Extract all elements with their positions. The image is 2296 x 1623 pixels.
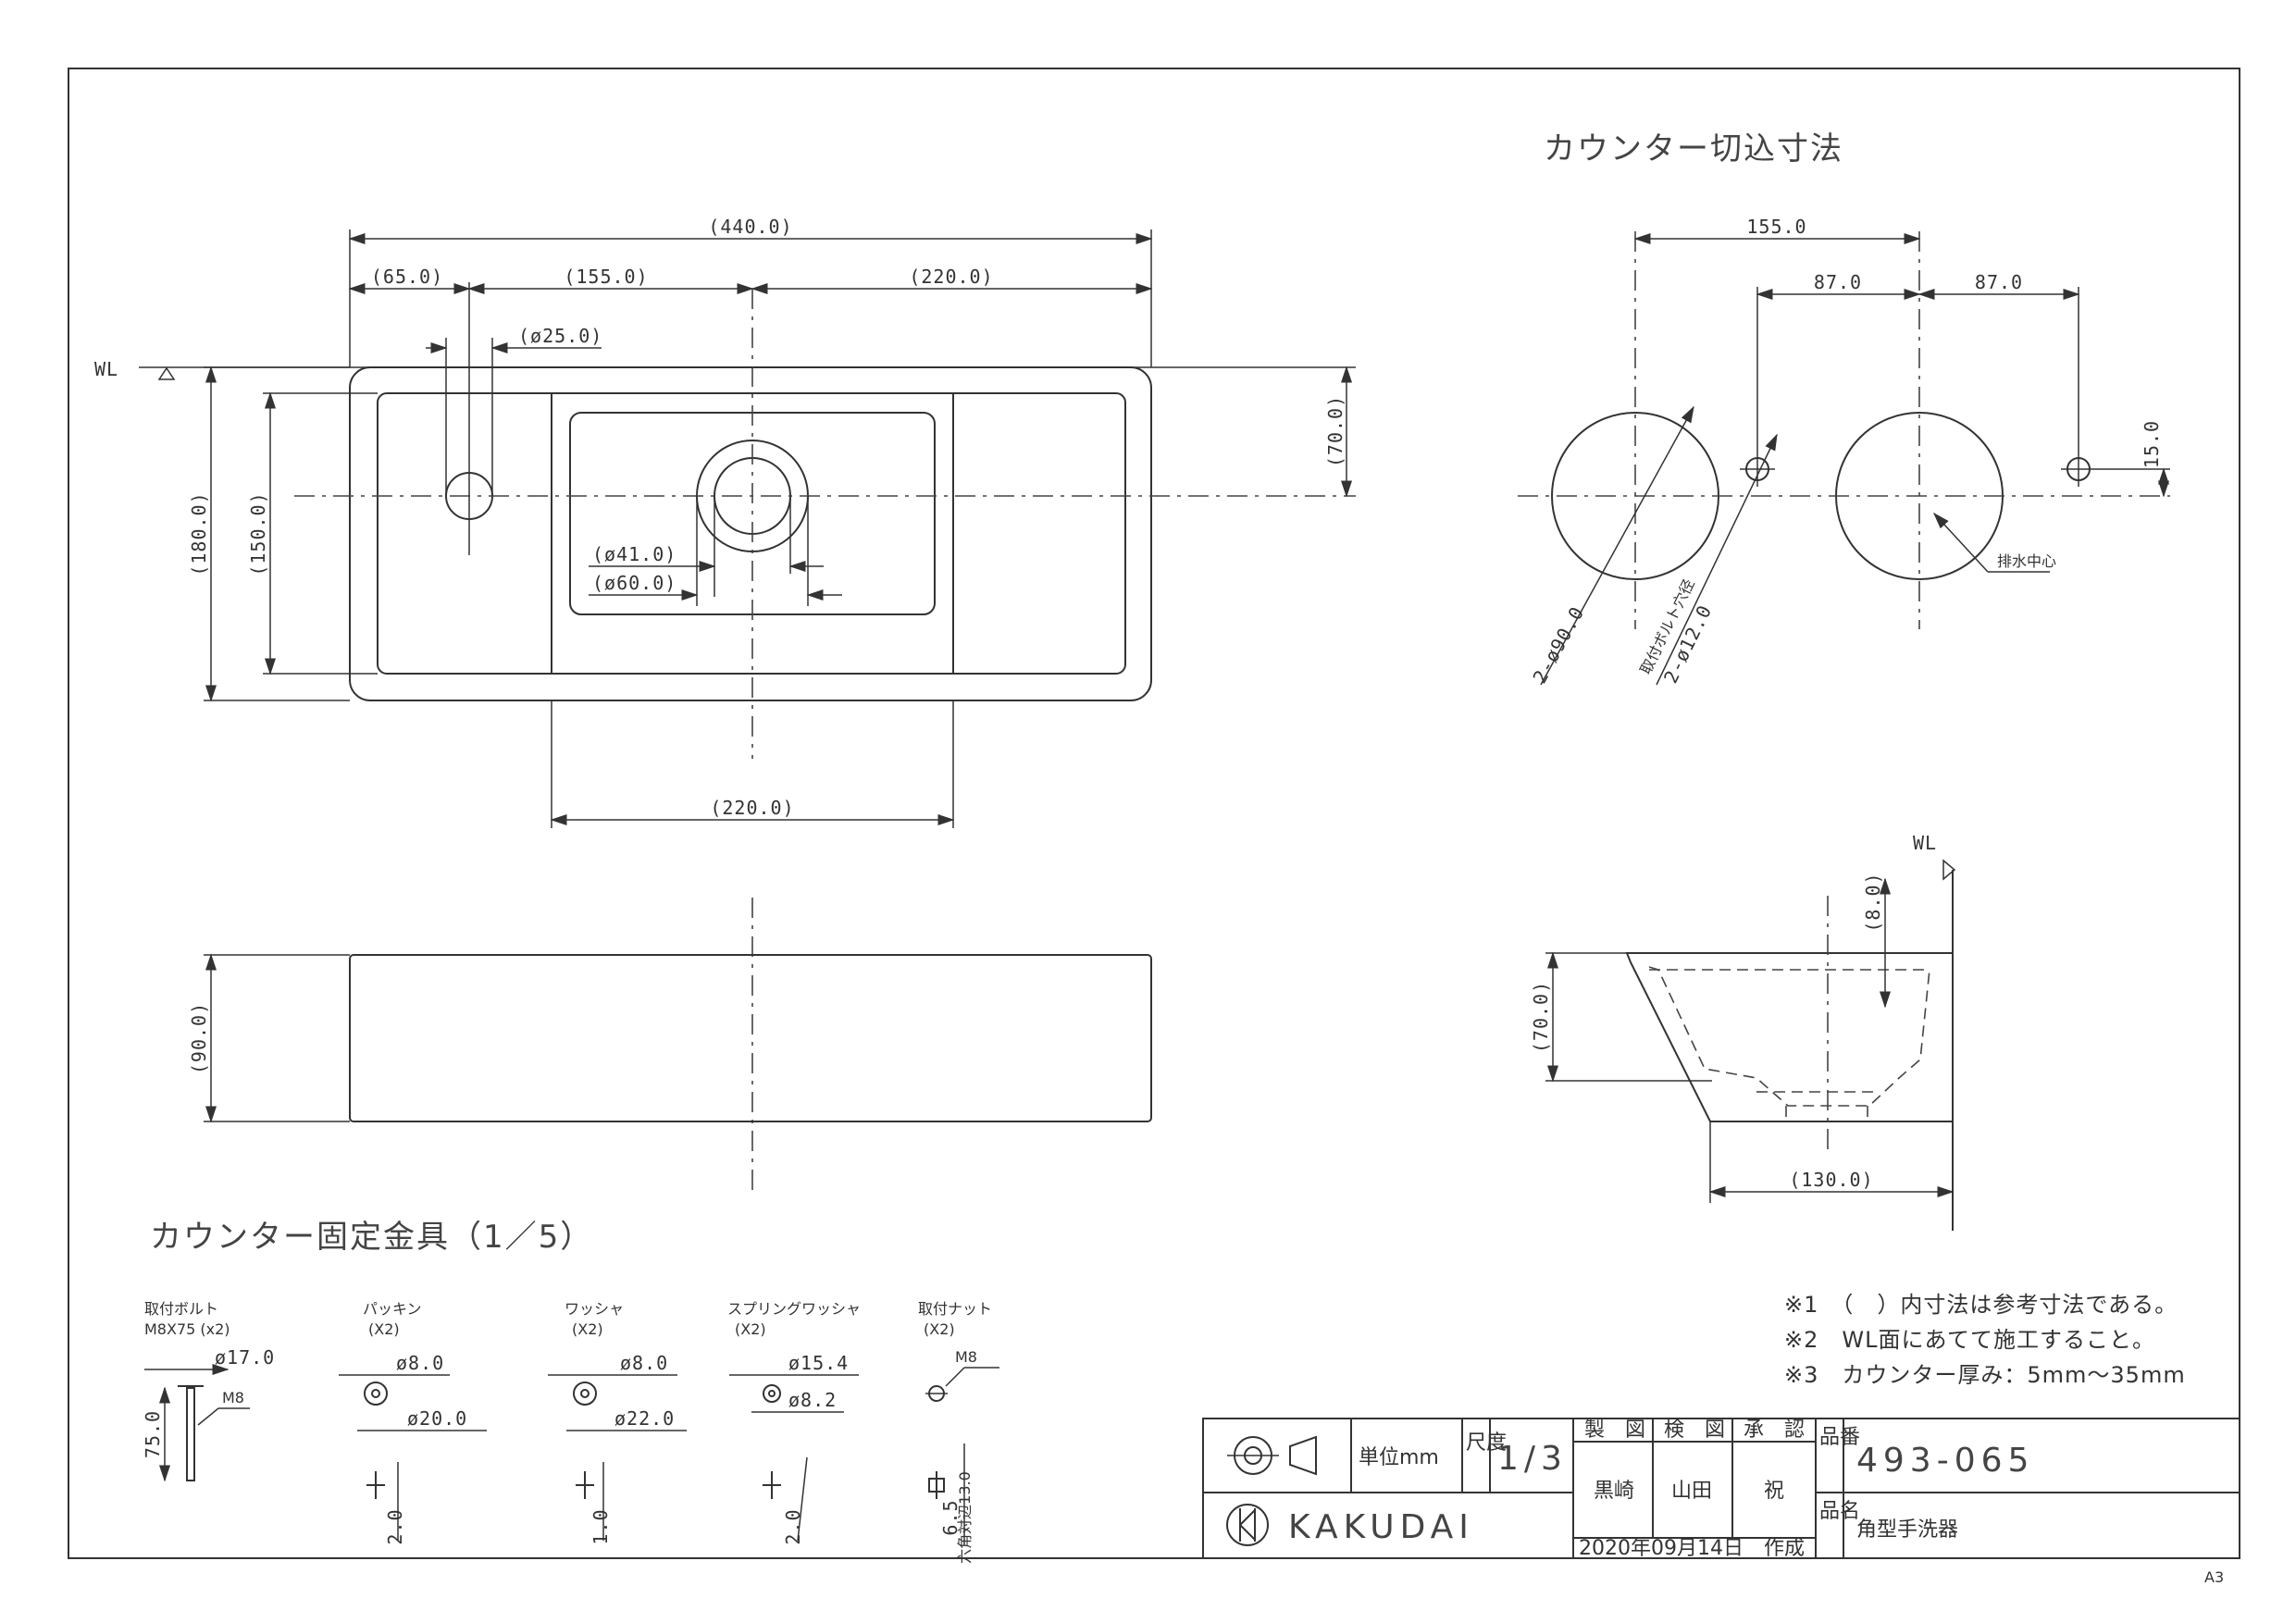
svg-text:ø17.0: ø17.0 [215, 1346, 275, 1369]
dim-cutout-half-a: 87.0 [1814, 271, 1862, 293]
paper-size: A3 [2204, 1568, 2224, 1586]
dim-drain-inner: (ø41.0) [592, 543, 676, 565]
svg-text:M8: M8 [222, 1389, 244, 1406]
drawing-date: 2020年09月14日 作成 [1579, 1537, 1805, 1560]
dim-depth: (90.0) [188, 1002, 210, 1074]
notes: ※1 （ ）内寸法は参考寸法である。 ※2 WL面にあてて施工すること。 ※3 … [1784, 1292, 2186, 1388]
dim-cutout-offset: 15.0 [2141, 420, 2163, 468]
dim-section-width: (130.0) [1789, 1169, 1873, 1191]
drain-center-label: 排水中心 [1997, 552, 2056, 570]
dim-center-offset: (70.0) [1324, 395, 1347, 467]
hardware-washer: ワッシャ (X2) ø8.0 ø22.0 1.0 [548, 1300, 687, 1545]
dim-cutout-half-b: 87.0 [1975, 271, 2023, 293]
counter-cutout-title: カウンター切込寸法 [1544, 130, 1843, 167]
checked-label: 検 図 [1664, 1419, 1725, 1442]
section-view: WL (8.0) (70.0) (130.0) [1530, 832, 1956, 1231]
svg-text:取付ボルト: 取付ボルト [144, 1300, 218, 1318]
hardware-spring-washer: スプリングワッシャ (X2) ø15.4 ø8.2 2.0 [727, 1300, 861, 1545]
kakudai-logo-icon [1226, 1504, 1269, 1546]
wl-label-plan: WL [94, 358, 118, 380]
svg-text:ø8.0: ø8.0 [620, 1352, 668, 1374]
checked-by: 山田 [1671, 1480, 1712, 1503]
svg-text:ø22.0: ø22.0 [614, 1407, 675, 1430]
svg-text:(X2): (X2) [735, 1320, 766, 1338]
scale-value: 1/3 [1497, 1440, 1568, 1478]
dim-drain-outer: (ø60.0) [592, 572, 676, 594]
brand-name: KAKUDAI [1288, 1508, 1474, 1546]
dim-cutout-span: 155.0 [1746, 216, 1806, 238]
front-outline [349, 954, 1152, 1122]
svg-text:75.0: 75.0 [142, 1410, 164, 1458]
dim-overall-width: (440.0) [708, 216, 792, 238]
part-no-label: 品番 [1819, 1426, 1860, 1449]
dim-section-top: (8.0) [1862, 872, 1884, 932]
svg-text:M8X75 (x2): M8X75 (x2) [144, 1320, 230, 1338]
approved-by: 祝 [1764, 1480, 1784, 1503]
note-2: ※2 WL面にあてて施工すること。 [1784, 1327, 2155, 1353]
dim-inner-height: (150.0) [247, 491, 269, 576]
dim-section-height: (70.0) [1530, 981, 1552, 1053]
svg-text:ø20.0: ø20.0 [407, 1407, 467, 1430]
dim-outer-height: (180.0) [188, 491, 210, 576]
hardware-bolt: 取付ボルト M8X75 (x2) ø17.0 M8 75.0 [142, 1300, 275, 1482]
projection-symbol-icon [1227, 1435, 1317, 1476]
title-block: 単位mm 尺度 1/3 製 図 検 図 承 認 黒崎 山田 祝 品番 493-0… [1202, 1418, 2240, 1560]
drawn-by: 黒崎 [1594, 1480, 1634, 1503]
note-3: ※3 カウンター厚み：5mm～35mm [1784, 1362, 2186, 1388]
bowl-outline [551, 392, 954, 675]
dim-faucet-hole: (ø25.0) [518, 325, 602, 347]
part-name-label: 品名 [1819, 1500, 1860, 1523]
dim-drain-to-right: (220.0) [909, 266, 993, 288]
dim-bowl-width: (220.0) [710, 797, 794, 819]
unit-label: 単位mm [1359, 1446, 1439, 1469]
svg-text:パッキン: パッキン [363, 1300, 422, 1318]
counter-cutout-view: カウンター切込寸法 155.0 87.0 87.0 15.0 2-ø90.0 取… [1518, 130, 2170, 687]
hardware-packing: パッキン (X2) ø8.0 ø20.0 2.0 [339, 1300, 487, 1545]
dim-left-offset: (65.0) [371, 266, 443, 288]
hardware-nut: 取付ナット (X2) M8 六角対辺13.0 6.5 [918, 1300, 999, 1564]
bolt-shank [186, 1387, 195, 1481]
svg-text:取付ナット: 取付ナット [918, 1300, 992, 1318]
svg-text:ワッシャ: ワッシャ [565, 1300, 624, 1318]
plan-view: (440.0) (65.0) (155.0) (220.0) (ø25.0) W… [94, 216, 1356, 1194]
dim-cutout-big-hole: 2-ø90.0 [1528, 602, 1588, 687]
svg-text:ø15.4: ø15.4 [788, 1352, 849, 1374]
dim-faucet-to-drain: (155.0) [564, 266, 648, 288]
part-number: 493-065 [1856, 1442, 2034, 1480]
svg-text:ø8.2: ø8.2 [788, 1389, 837, 1411]
section-outline [1625, 952, 1954, 1122]
svg-text:M8: M8 [955, 1348, 977, 1366]
svg-text:(X2): (X2) [368, 1320, 400, 1338]
svg-text:ø8.0: ø8.0 [396, 1352, 444, 1374]
fixing-hardware-section: カウンター固定金具（1／5） 取付ボルト M8X75 (x2) ø17.0 M8… [142, 1219, 999, 1564]
svg-text:スプリングワッシャ: スプリングワッシャ [727, 1300, 861, 1318]
wl-label-section: WL [1913, 832, 1937, 854]
svg-text:2.0: 2.0 [782, 1508, 804, 1544]
svg-text:1.0: 1.0 [590, 1508, 612, 1544]
part-name: 角型手洗器 [1856, 1518, 1958, 1542]
drawing-border [68, 68, 2240, 1559]
note-1: ※1 （ ）内寸法は参考寸法である。 [1784, 1292, 2178, 1318]
drawn-label: 製 図 [1584, 1419, 1645, 1442]
fixing-hardware-title: カウンター固定金具（1／5） [150, 1219, 593, 1256]
svg-text:(X2): (X2) [572, 1320, 603, 1338]
front-view: (90.0) [188, 953, 1152, 1123]
svg-text:六角対辺13.0: 六角対辺13.0 [956, 1471, 974, 1564]
svg-text:2.0: 2.0 [384, 1508, 406, 1544]
scale-label: 尺度 [1466, 1431, 1507, 1455]
svg-text:(X2): (X2) [924, 1320, 955, 1338]
approved-label: 承 認 [1744, 1419, 1805, 1442]
svg-text:6.5: 6.5 [939, 1499, 962, 1535]
